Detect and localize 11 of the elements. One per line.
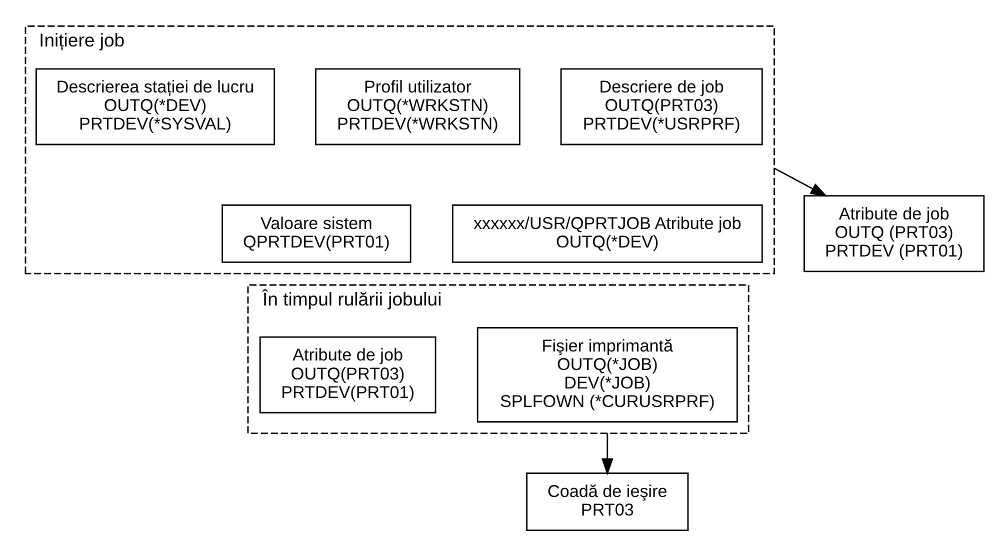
node-box: Profil utilizator OUTQ(*WRKSTN) PRTDEV(*WRKSTN) [315, 68, 520, 145]
node-box: Descriere de job OUTQ(PRT03) PRTDEV(*USRPRF) [560, 68, 763, 145]
arrow [774, 167, 828, 196]
node-box: xxxxxx/USR/QPRTJOB Atribute job OUTQ(*DEV) [452, 204, 763, 262]
node-box: Atribute de job OUTQ(PRT03) PRTDEV(PRT01) [259, 336, 436, 413]
node-box: Fişier imprimantă OUTQ(*JOB) DEV(*JOB) SPLFOWN (*CURUSRPRF) [476, 326, 738, 422]
arrow [601, 432, 614, 475]
node-box: Descrierea stației de lucru OUTQ(*DEV) PRTDEV(*SYSVAL) [35, 68, 276, 145]
node-box: Valoare sistem QPRTDEV(PRT01) [222, 204, 412, 262]
node-box: Coadă de ieşire PRT03 [526, 472, 689, 530]
node-box: Atribute de job OUTQ (PRT03) PRTDEV (PRT01) [804, 194, 985, 272]
